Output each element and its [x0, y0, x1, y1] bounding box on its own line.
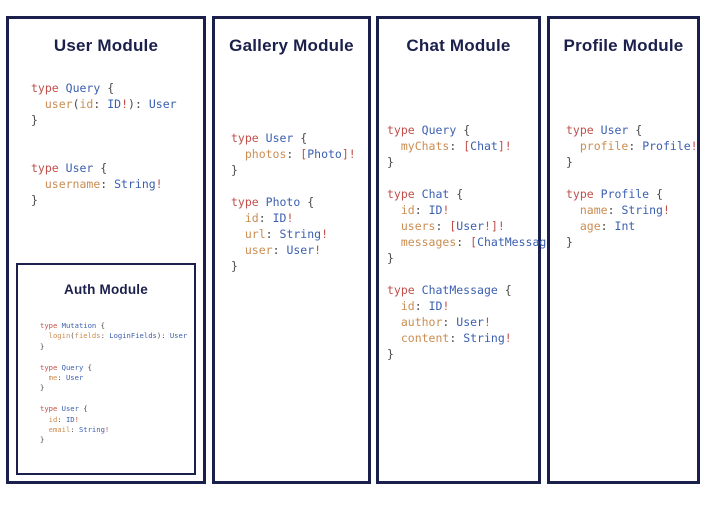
code-block-chat-module: type Query { myChats: [Chat]! } type Cha…: [387, 123, 567, 361]
panel-gallery-module: Gallery Module type User { photos: [Phot…: [212, 16, 371, 484]
panel-chat-module: Chat Module type Query { myChats: [Chat]…: [376, 16, 567, 484]
panel-title-auth-module: Auth Module: [64, 282, 148, 297]
code-block-gallery-module: type User { photos: [Photo]! } type Phot…: [231, 131, 356, 273]
panel-title-gallery-module: Gallery Module: [229, 36, 354, 55]
panel-user-module: User Module type Query { user(id: ID!): …: [6, 16, 206, 484]
panel-profile-module: Profile Module type User { profile: Prof…: [547, 16, 700, 484]
panel-auth-module: Auth Module type Mutation { login(fields…: [16, 263, 196, 475]
code-block-profile-module: type User { profile: Profile! } type Pro…: [566, 123, 698, 249]
panel-title-profile-module: Profile Module: [563, 36, 684, 55]
code-block-auth-module: type Mutation { login(fields: LoginField…: [40, 321, 188, 445]
panel-title-chat-module: Chat Module: [406, 36, 511, 55]
code-block-user-module: type Query { user(id: ID!): User } type …: [31, 81, 177, 207]
panel-title-user-module: User Module: [53, 36, 159, 55]
